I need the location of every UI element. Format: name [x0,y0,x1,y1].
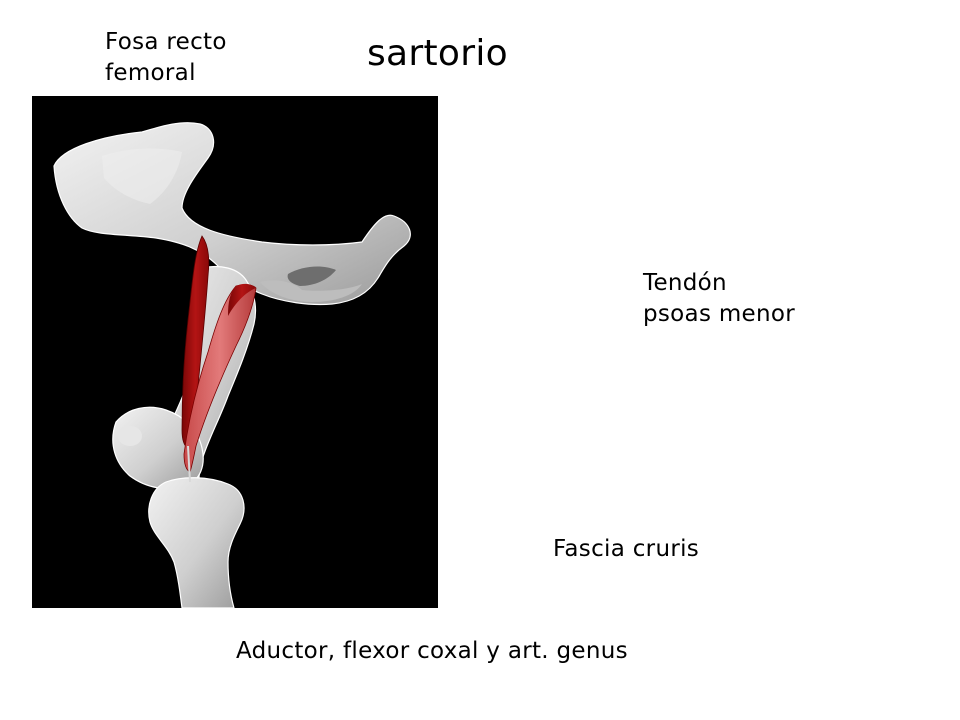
origin-label: Fosa recto femoral [105,27,227,89]
function-label: Aductor, flexor coxal y art. genus [236,638,628,664]
anatomy-figure [32,96,438,608]
origin-label-line1: Fosa recto [105,29,227,55]
page-title: sartorio [367,33,508,74]
pelvis-bone [53,122,411,306]
origin-label-line2: femoral [105,60,196,86]
sartorius-muscle [181,235,257,483]
tendon-label-line2: psoas menor [643,301,796,327]
skeleton-illustration [53,122,411,608]
tendon-label-line1: Tendón [643,270,727,296]
tendon-label: Tendón psoas menor [643,268,795,330]
sartorius-caudal-belly [183,284,257,473]
tibia-bone [148,477,245,608]
insertion-label: Fascia cruris [553,536,700,562]
